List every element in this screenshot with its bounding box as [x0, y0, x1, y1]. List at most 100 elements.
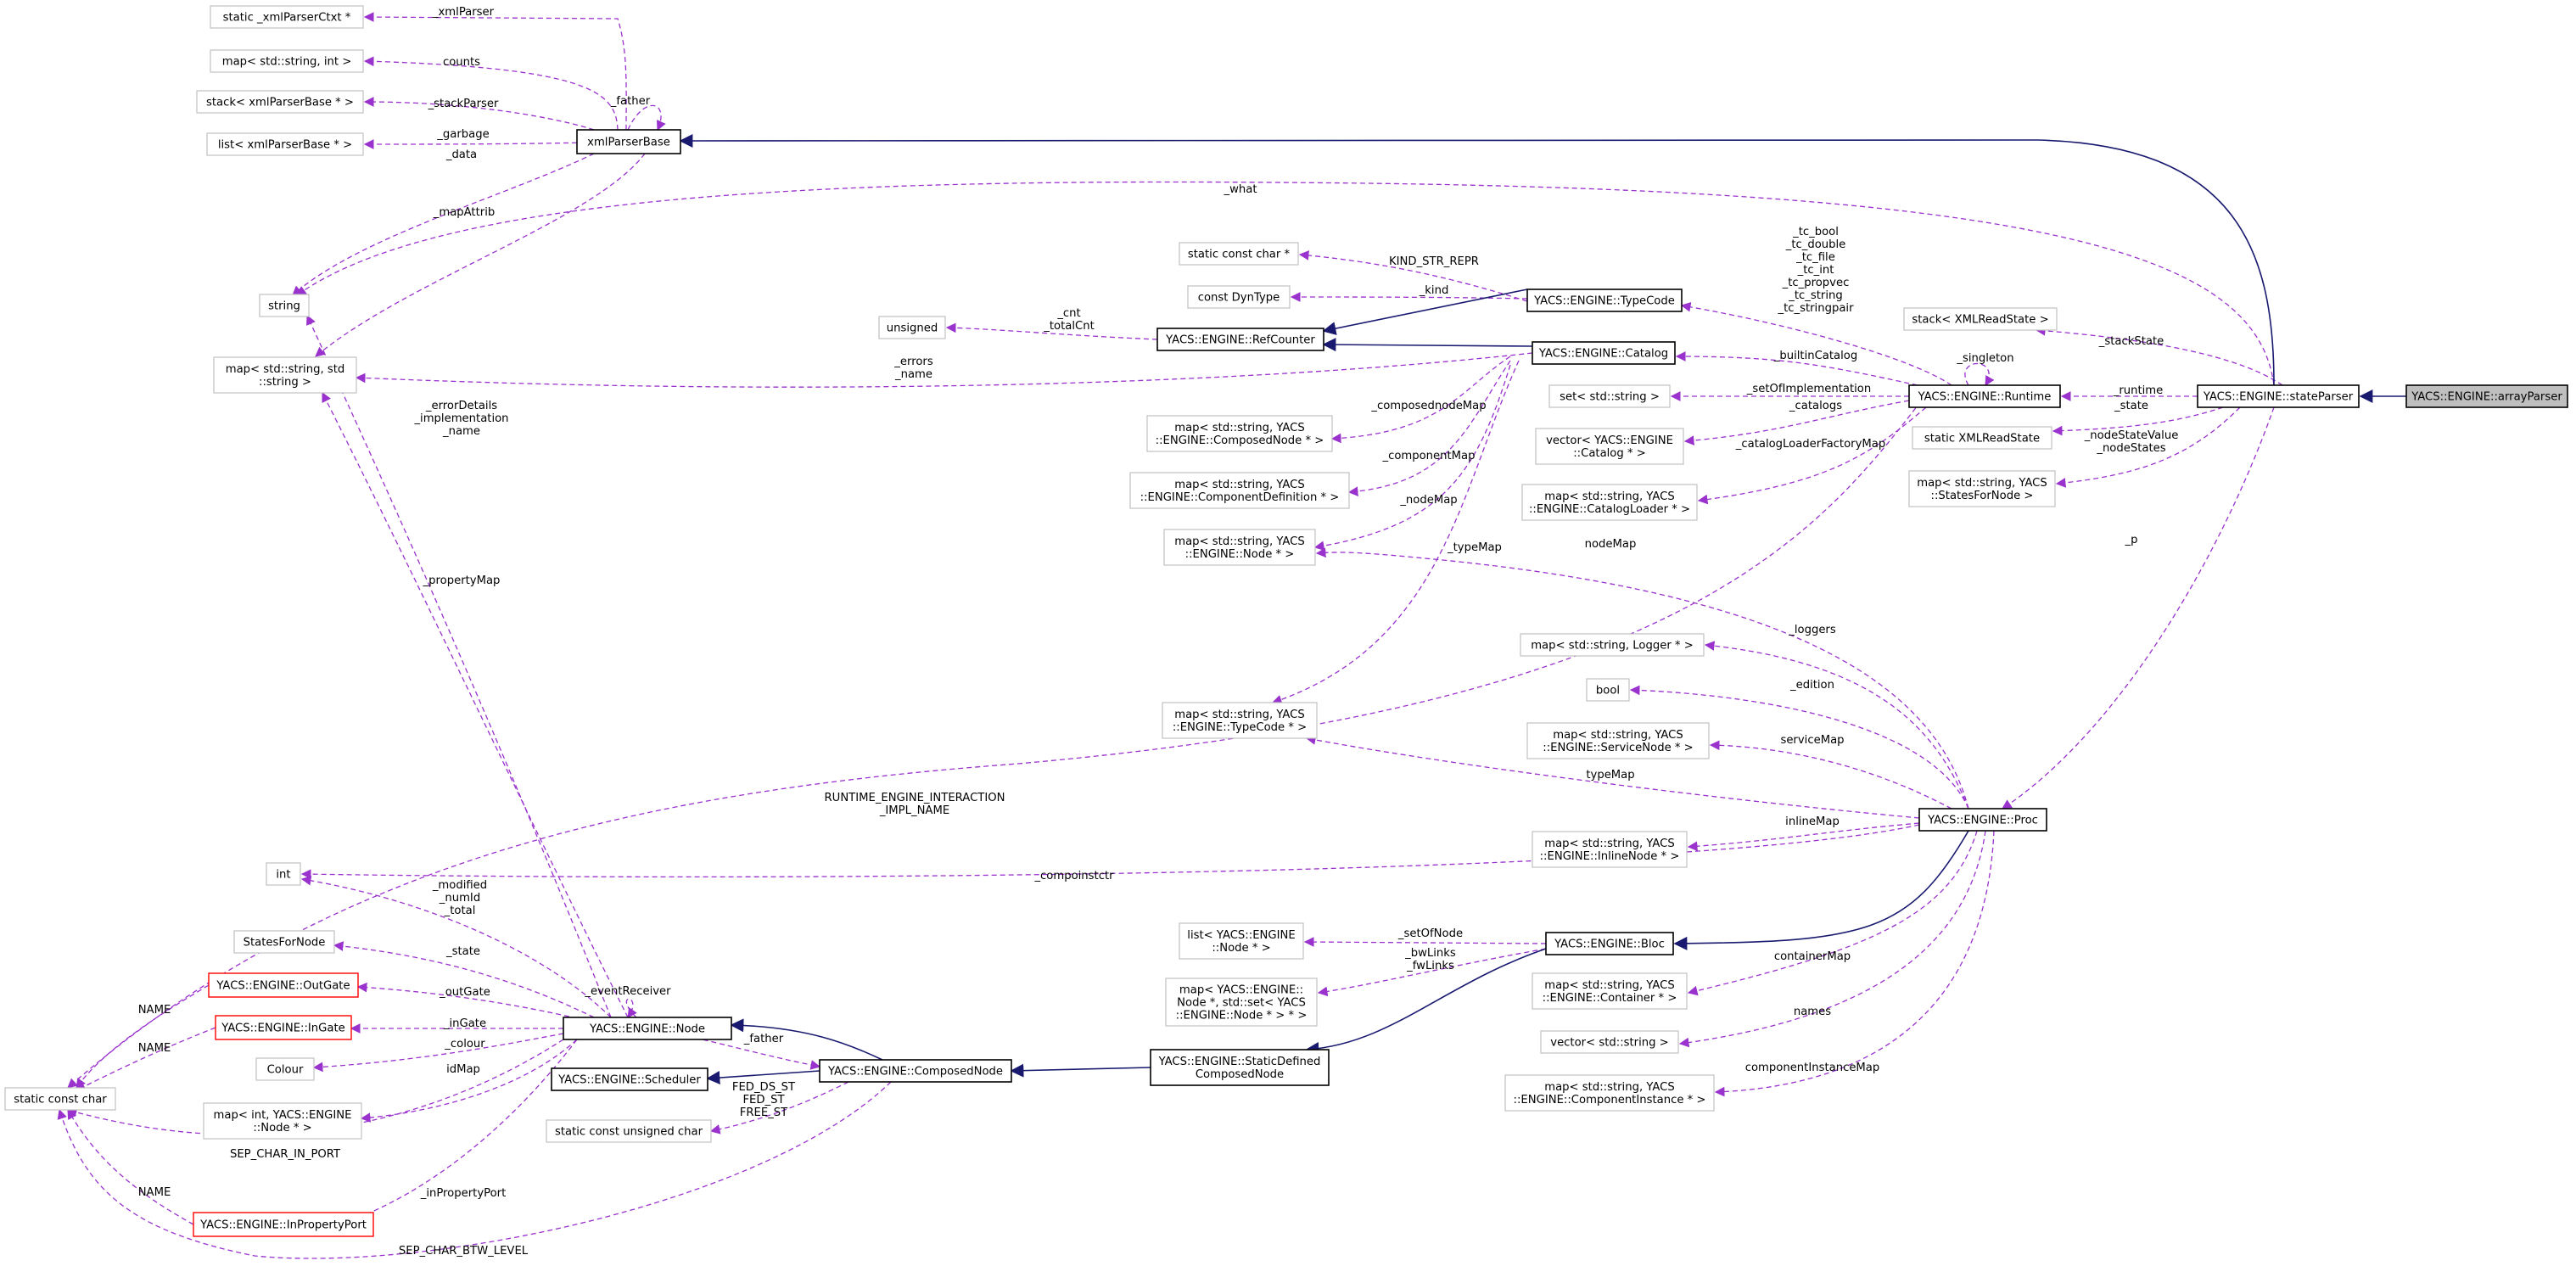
edge-label-text: _mapAttrib: [433, 206, 495, 219]
inheritance-edge: [1322, 289, 1528, 335]
class-node-catalog[interactable]: YACS::ENGINE::Catalog: [1532, 341, 1676, 365]
usage-edge: [306, 314, 612, 1018]
class-node-type-code[interactable]: YACS::ENGINE::TypeCode: [1526, 289, 1683, 312]
class-node-bool[interactable]: bool: [1586, 678, 1630, 702]
usage-edge: [1675, 351, 1918, 386]
class-node-map-component-definition[interactable]: map< std::string, YACS::ENGINE::Componen…: [1129, 472, 1350, 509]
class-node-map-component-instance[interactable]: map< std::string, YACS::ENGINE::Componen…: [1504, 1074, 1715, 1112]
edge-label-text: _nodeStates: [2096, 442, 2165, 455]
class-node-static-const-char-ptr[interactable]: static const char *: [1179, 242, 1299, 266]
node-label: int: [276, 869, 290, 882]
class-node-runtime[interactable]: YACS::ENGINE::Runtime: [1908, 384, 2061, 408]
edge-label-text: inlineMap: [1785, 815, 1840, 828]
usage-edge: [627, 104, 666, 132]
node-box: [546, 1119, 712, 1143]
edge-label-name1: NAME: [138, 1004, 171, 1017]
edge-label-text: containerMap: [1774, 950, 1851, 963]
node-box: [1918, 808, 2047, 832]
edge-label-node-map2: nodeMap: [1585, 538, 1637, 551]
node-label: ::ENGINE::Node * >: [1185, 548, 1295, 561]
edge-label-text: _composednodeMap: [1370, 400, 1486, 412]
class-node-state-parser[interactable]: YACS::ENGINE::stateParser: [2197, 384, 2360, 408]
usage-edge: [1313, 364, 1511, 552]
node-label: map< std::string, YACS: [1544, 979, 1674, 992]
node-box: [1532, 972, 1688, 1010]
class-node-static-xmlread-state[interactable]: static XMLReadState: [1912, 426, 2052, 450]
node-label: YACS::ENGINE::ComposedNode: [827, 1066, 1003, 1079]
class-node-map-string-int[interactable]: map< std::string, int >: [210, 49, 364, 73]
class-node-array-parser[interactable]: YACS::ENGINE::arrayParser: [2405, 384, 2568, 408]
node-box: [1532, 831, 1688, 868]
class-node-map-node[interactable]: map< std::string, YACS::ENGINE::Node * >: [1163, 529, 1316, 566]
usage-edge: [312, 1033, 564, 1073]
class-node-unsigned[interactable]: unsigned: [878, 316, 946, 339]
edge-label-text: _eventReceiver: [584, 985, 671, 998]
class-node-ref-counter[interactable]: YACS::ENGINE::RefCounter: [1156, 328, 1324, 351]
node-box: [233, 930, 335, 954]
class-node-in-gate[interactable]: YACS::ENGINE::InGate: [215, 1015, 352, 1040]
usage-edge: [67, 1108, 194, 1225]
node-box: [1526, 289, 1683, 312]
class-node-const-dyn-type[interactable]: const DynType: [1187, 285, 1291, 309]
class-node-in-property-port[interactable]: YACS::ENGINE::InPropertyPort: [193, 1212, 374, 1237]
class-node-list-xml-parser-base[interactable]: list< xmlParserBase * >: [206, 132, 364, 156]
edge-label-text: _catalogLoaderFactoryMap: [1735, 438, 1885, 451]
class-node-stack-xml-parser-base[interactable]: stack< xmlParserBase * >: [196, 90, 364, 114]
edge-label-text: _componentMap: [1381, 450, 1475, 462]
class-node-xml-parser-base[interactable]: xmlParserBase: [576, 129, 681, 154]
class-node-map-inline-node[interactable]: map< std::string, YACS::ENGINE::InlineNo…: [1532, 831, 1688, 868]
class-node-static-const-char[interactable]: static const char: [4, 1087, 116, 1111]
class-node-map-service-node[interactable]: map< std::string, YACS::ENGINE::ServiceN…: [1526, 722, 1710, 759]
class-node-composed-node[interactable]: YACS::ENGINE::ComposedNode: [819, 1059, 1012, 1083]
edge-label-text: _compoinstctr: [1033, 870, 1114, 882]
edge-label-text: _kind: [1419, 284, 1449, 297]
class-node-stack-xmlread-state[interactable]: stack< XMLReadState >: [1903, 307, 2058, 331]
class-node-colour[interactable]: Colour: [255, 1057, 315, 1081]
usage-edge: [1687, 822, 1920, 852]
node-box: [1548, 384, 1671, 408]
edge-label-kind-str-repr: KIND_STR_REPR: [1389, 255, 1479, 268]
class-node-node[interactable]: YACS::ENGINE::Node: [563, 1017, 732, 1040]
class-node-xml-parser-ctxt[interactable]: static _xmlParserCtxt *: [210, 5, 364, 29]
class-node-map-catalog-loader[interactable]: map< std::string, YACS::ENGINE::CatalogL…: [1521, 484, 1698, 521]
node-box: [1532, 341, 1676, 365]
node-box: [576, 129, 681, 154]
class-node-states-for-node[interactable]: StatesForNode: [233, 930, 335, 954]
class-node-proc[interactable]: YACS::ENGINE::Proc: [1918, 808, 2047, 832]
class-node-static-const-unsigned-char[interactable]: static const unsigned char: [546, 1119, 712, 1143]
node-label: YACS::ENGINE::TypeCode: [1533, 295, 1675, 308]
class-node-map-states-for-node[interactable]: map< std::string, YACS::StatesForNode >: [1908, 470, 2056, 507]
class-node-bloc[interactable]: YACS::ENGINE::Bloc: [1545, 932, 1674, 955]
node-label: map< std::string, YACS: [1917, 477, 2047, 490]
class-node-map-string-string[interactable]: map< std::string, std::string >: [213, 356, 357, 394]
class-node-map-container[interactable]: map< std::string, YACS::ENGINE::Containe…: [1532, 972, 1688, 1010]
edge-label-text: SEP_CHAR_IN_PORT: [230, 1148, 341, 1161]
node-label: ComposedNode: [1196, 1068, 1284, 1081]
node-box: [1908, 470, 2056, 507]
class-node-map-composed-node[interactable]: map< std::string, YACS::ENGINE::Composed…: [1146, 415, 1333, 452]
edge-label-text: NAME: [138, 1042, 171, 1055]
usage-edge: [363, 97, 595, 131]
node-box: [1165, 978, 1318, 1027]
class-node-out-gate[interactable]: YACS::ENGINE::OutGate: [208, 972, 359, 998]
class-node-map-type-code[interactable]: map< std::string, YACS::ENGINE::TypeCode…: [1162, 702, 1318, 739]
node-label: YACS::ENGINE::InPropertyPort: [199, 1219, 367, 1232]
node-box: [1545, 932, 1674, 955]
class-node-string[interactable]: string: [259, 294, 310, 317]
node-label: static XMLReadState: [1924, 433, 2040, 445]
class-node-map-node-set[interactable]: map< YACS::ENGINE::Node *, std::set< YAC…: [1165, 978, 1318, 1027]
node-label: ::ENGINE::ComponentDefinition * >: [1140, 491, 1340, 504]
class-node-set-string[interactable]: set< std::string >: [1548, 384, 1671, 408]
class-node-int[interactable]: int: [266, 862, 301, 886]
class-node-vector-catalog[interactable]: vector< YACS::ENGINE::Catalog * >: [1535, 428, 1684, 465]
class-node-scheduler[interactable]: YACS::ENGINE::Scheduler: [551, 1067, 708, 1091]
class-node-list-node[interactable]: list< YACS::ENGINE::Node * >: [1179, 922, 1304, 960]
class-node-map-logger[interactable]: map< std::string, Logger * >: [1520, 633, 1705, 657]
class-node-vector-string[interactable]: vector< std::string >: [1540, 1030, 1679, 1054]
node-box: [1129, 472, 1350, 509]
edge-label-in-property-port: _inPropertyPort: [420, 1187, 507, 1200]
edge-label-text: _stackState: [2098, 335, 2164, 348]
class-node-map-int-node[interactable]: map< int, YACS::ENGINE::Node * >: [203, 1102, 362, 1140]
edge-label-text: _bwLinks: [1404, 947, 1456, 960]
